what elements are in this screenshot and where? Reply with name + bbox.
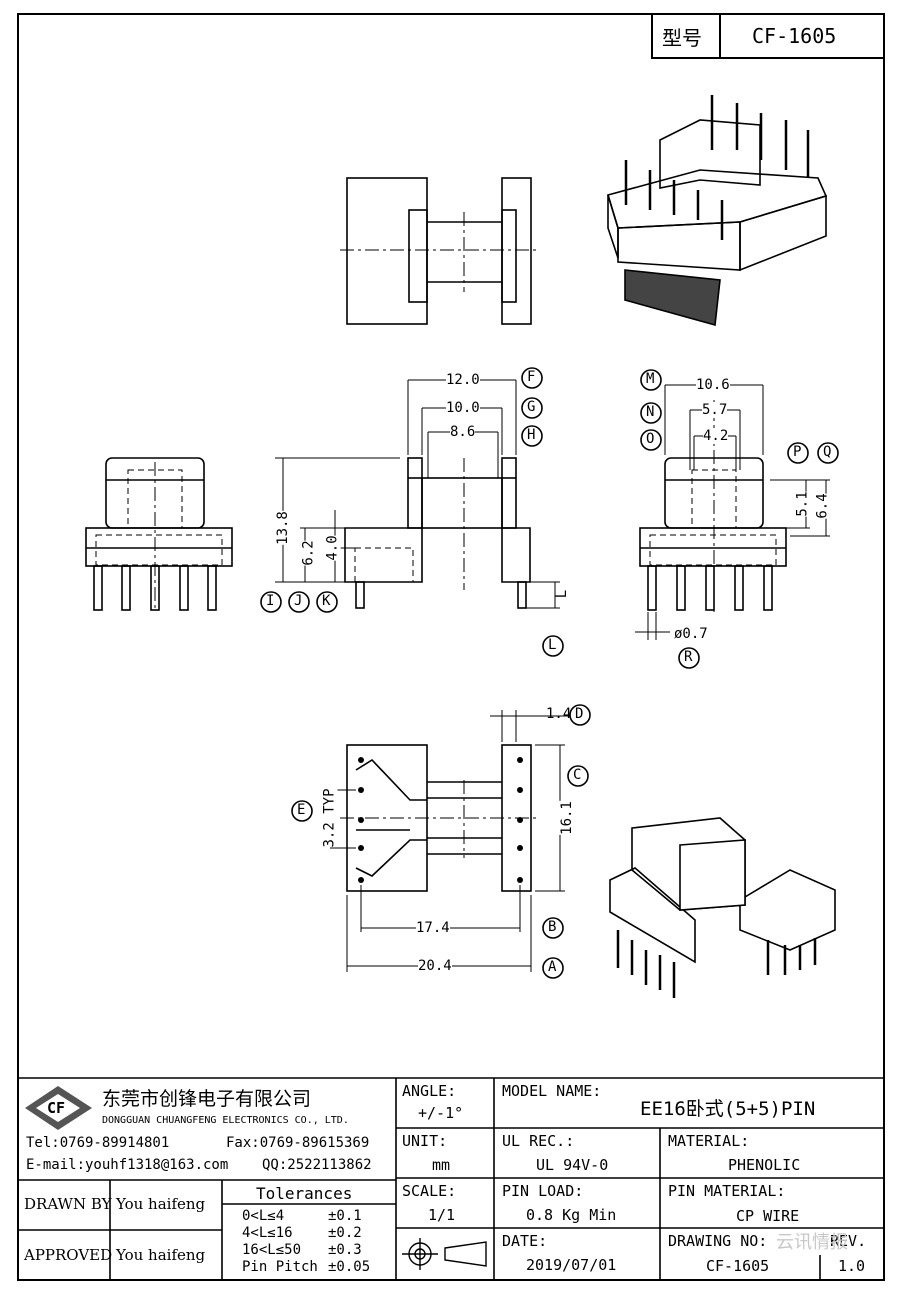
dim-161: 16.1 bbox=[558, 801, 575, 835]
model-value: CF-1605 bbox=[752, 24, 837, 48]
ul-label: UL REC.: bbox=[502, 1132, 575, 1150]
left-side-view bbox=[85, 457, 233, 612]
title-block-lines bbox=[18, 1077, 884, 1280]
bottom-view bbox=[330, 710, 570, 972]
email: E-mail:youhf1318@163.com bbox=[26, 1157, 229, 1173]
tol-range-1: 0<L≤4 bbox=[242, 1208, 285, 1224]
company-name-en: DONGGUAN CHUANGFENG ELECTRONICS CO., LTD… bbox=[102, 1115, 349, 1126]
dim-dia: ø0.7 bbox=[674, 626, 708, 642]
fax: Fax:0769-89615369 bbox=[226, 1135, 370, 1151]
dim-51: 5.1 bbox=[794, 491, 811, 517]
tol-val-3: ±0.3 bbox=[328, 1242, 362, 1258]
callout-n: N bbox=[646, 404, 655, 420]
projection-symbol bbox=[402, 1238, 487, 1270]
dim-40: 4.0 bbox=[324, 535, 341, 561]
dim-12: 12.0 bbox=[446, 372, 480, 388]
tol-range-3: 16<L≤50 bbox=[242, 1242, 302, 1258]
date-label: DATE: bbox=[502, 1232, 548, 1250]
drawing-no-value: CF-1605 bbox=[706, 1257, 770, 1275]
dim-64: 6.4 bbox=[814, 493, 831, 519]
callout-i: I bbox=[266, 593, 275, 609]
ul-value: UL 94V-0 bbox=[536, 1156, 609, 1174]
unit-value: mm bbox=[432, 1156, 451, 1174]
dim-86: 8.6 bbox=[450, 424, 476, 440]
pin-material-label: PIN MATERIAL: bbox=[668, 1182, 786, 1200]
angle-value: +/-1° bbox=[418, 1104, 464, 1122]
callout-d: D bbox=[575, 706, 584, 722]
dim-138: 13.8 bbox=[274, 511, 291, 545]
tel: Tel:0769-89914801 bbox=[26, 1135, 170, 1151]
drawing-no-label: DRAWING NO: bbox=[668, 1232, 768, 1250]
callout-g: G bbox=[527, 399, 536, 415]
dim-106: 10.6 bbox=[696, 377, 730, 393]
callout-j: J bbox=[294, 593, 303, 609]
material-label: MATERIAL: bbox=[668, 1132, 750, 1150]
watermark: 云讯情报 bbox=[776, 1232, 848, 1253]
callout-k: K bbox=[322, 593, 331, 609]
dim-57: 5.7 bbox=[702, 402, 728, 418]
callout-e: E bbox=[297, 802, 306, 818]
tol-val-4: ±0.05 bbox=[328, 1259, 371, 1275]
top-view bbox=[340, 177, 540, 325]
tol-val-2: ±0.2 bbox=[328, 1225, 362, 1241]
dim-62: 6.2 bbox=[300, 540, 317, 566]
tol-val-1: ±0.1 bbox=[328, 1208, 362, 1224]
logo-text: CF bbox=[47, 1099, 66, 1117]
callout-a: A bbox=[548, 959, 557, 975]
iso-view-bottom bbox=[609, 817, 836, 998]
date-value: 2019/07/01 bbox=[526, 1256, 617, 1274]
tol-range-2: 4<L≤16 bbox=[242, 1225, 293, 1241]
unit-label: UNIT: bbox=[402, 1132, 448, 1150]
callout-q: Q bbox=[823, 444, 832, 460]
approved-label: APPROVED bbox=[24, 1246, 113, 1264]
pin-load-value: 0.8 Kg Min bbox=[526, 1206, 617, 1224]
company-name-cn: 东莞市创锋电子有限公司 bbox=[102, 1088, 312, 1110]
scale-value: 1/1 bbox=[428, 1206, 456, 1224]
model-label: 型号 bbox=[662, 26, 702, 50]
pin-material-value: CP WIRE bbox=[736, 1207, 800, 1225]
tol-range-4: Pin Pitch bbox=[242, 1259, 318, 1275]
model-name-label: MODEL NAME: bbox=[502, 1082, 602, 1100]
callout-f: F bbox=[527, 369, 536, 385]
company-logo bbox=[25, 1086, 92, 1130]
callout-p: P bbox=[793, 444, 802, 460]
dim-typ: 3.2 TYP bbox=[321, 788, 338, 848]
model-name-value: EE16卧式(5+5)PIN bbox=[640, 1098, 816, 1120]
dim-204: 20.4 bbox=[418, 958, 452, 974]
rev-label: REV. bbox=[830, 1232, 867, 1250]
rev-value: 1.0 bbox=[838, 1257, 866, 1275]
drawn-by-value: You haifeng bbox=[116, 1195, 206, 1213]
callout-c: C bbox=[573, 767, 582, 783]
callout-h: H bbox=[527, 427, 536, 443]
dim-10: 10.0 bbox=[446, 400, 480, 416]
callout-m: M bbox=[646, 371, 655, 387]
drawn-by-label: DRAWN BY bbox=[24, 1195, 112, 1213]
angle-label: ANGLE: bbox=[402, 1082, 457, 1100]
pin-load-label: PIN LOAD: bbox=[502, 1182, 584, 1200]
tolerances-label: Tolerances bbox=[256, 1184, 353, 1203]
scale-label: SCALE: bbox=[402, 1182, 457, 1200]
dim-174: 17.4 bbox=[416, 920, 450, 936]
front-view bbox=[275, 379, 560, 609]
callouts bbox=[260, 367, 839, 979]
dim-42: 4.2 bbox=[703, 428, 729, 444]
approved-value: You haifeng bbox=[116, 1246, 206, 1264]
material-value: PHENOLIC bbox=[728, 1156, 801, 1174]
callout-o: O bbox=[646, 431, 655, 447]
qq: QQ:2522113862 bbox=[262, 1157, 372, 1173]
callout-r: R bbox=[684, 649, 693, 665]
callout-b: B bbox=[548, 919, 557, 935]
callout-l: L bbox=[548, 637, 557, 653]
dim-14: 1.4 bbox=[546, 706, 572, 722]
right-side-view bbox=[635, 384, 830, 640]
iso-view-top bbox=[606, 95, 828, 327]
dim-lead: L bbox=[554, 589, 571, 599]
